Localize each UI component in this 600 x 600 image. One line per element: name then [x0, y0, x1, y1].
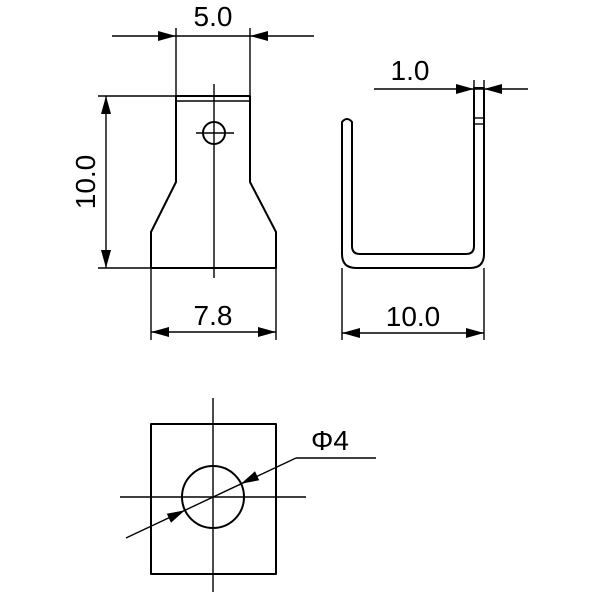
- dimension-u-width: 10.0: [341, 268, 485, 340]
- arrowhead-right: [484, 84, 502, 94]
- dimension-label-base-width: 7.8: [194, 300, 233, 331]
- dimension-base-width: 7.8: [150, 268, 277, 340]
- side-view: [341, 87, 485, 269]
- dimension-label-hole-diameter: Φ4: [311, 425, 349, 456]
- dimension-label-top-width: 5.0: [194, 1, 233, 32]
- dimension-height: 10.0: [70, 95, 176, 269]
- arrowhead-left: [456, 84, 474, 94]
- side-view-u-outline: [341, 87, 485, 269]
- arrowhead-top: [101, 96, 111, 114]
- arrowhead-right: [466, 328, 484, 338]
- arrowhead-bottom: [101, 250, 111, 268]
- dimension-label-thickness: 1.0: [391, 55, 430, 86]
- dimension-thickness: 1.0: [374, 55, 528, 120]
- diameter-dimension-line: [125, 457, 297, 539]
- front-view: [150, 84, 277, 278]
- arrowhead-left: [342, 328, 360, 338]
- arrowhead-lower-left: [166, 510, 185, 523]
- arrowhead-right: [258, 327, 276, 337]
- detail-view: [120, 398, 306, 592]
- dimension-label-u-width: 10.0: [386, 301, 441, 332]
- dimension-label-height: 10.0: [70, 155, 101, 210]
- arrowhead-left: [151, 327, 169, 337]
- dimension-hole-diameter: Φ4: [125, 425, 376, 539]
- arrowhead-upper-right: [241, 471, 260, 484]
- arrowhead-right: [250, 31, 268, 41]
- arrowhead-left: [158, 31, 176, 41]
- dimension-top-width: 5.0: [112, 1, 314, 96]
